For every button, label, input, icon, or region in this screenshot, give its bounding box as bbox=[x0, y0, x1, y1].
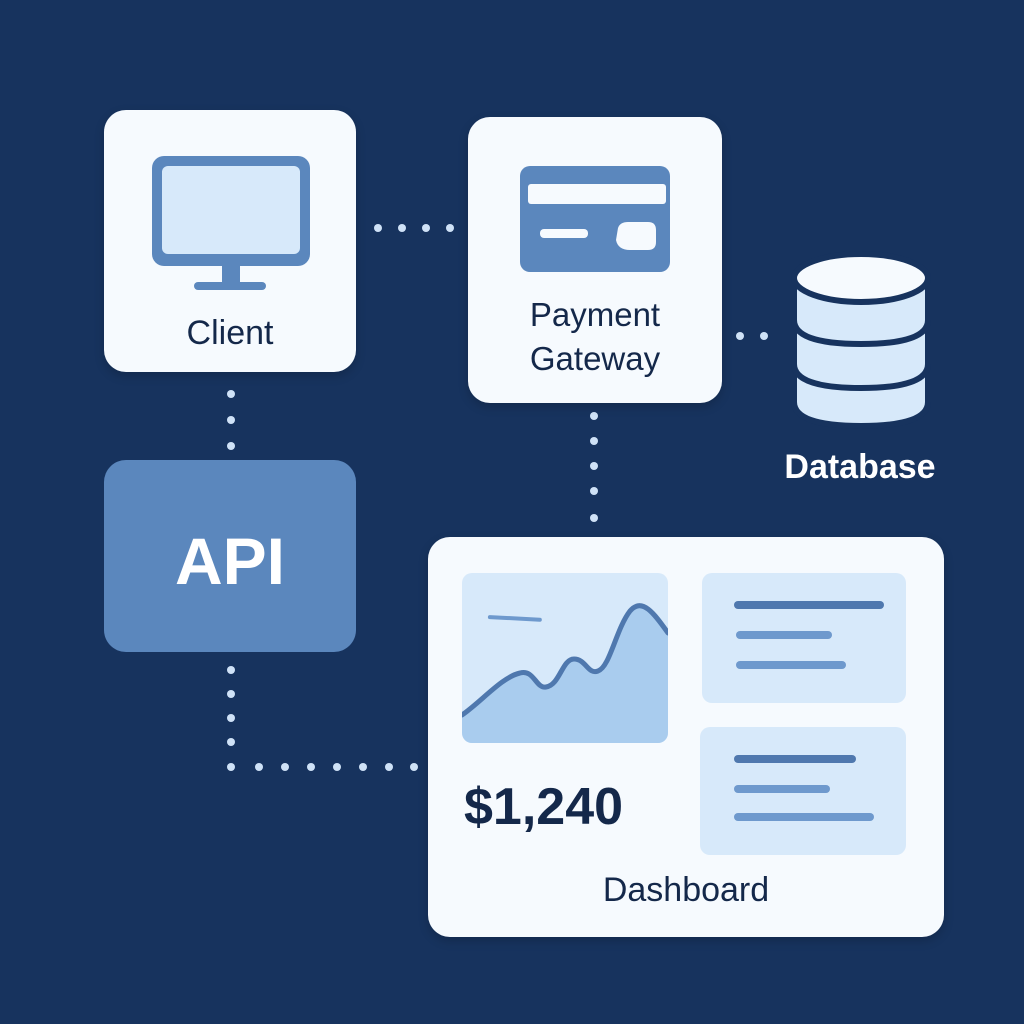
monitor-icon bbox=[152, 156, 310, 290]
text-line bbox=[734, 813, 874, 821]
text-line bbox=[734, 755, 856, 763]
text-line bbox=[736, 661, 846, 669]
area-chart-icon bbox=[462, 603, 668, 743]
text-line bbox=[734, 785, 830, 793]
payment-gateway-label: Payment Gateway bbox=[529, 296, 661, 377]
dashboard-label: Dashboard bbox=[602, 871, 770, 909]
api-node[interactable]: API bbox=[104, 460, 356, 652]
connector-client-gateway bbox=[374, 224, 454, 232]
text-line bbox=[736, 631, 832, 639]
client-label: Client bbox=[186, 314, 274, 352]
credit-card-icon bbox=[520, 166, 670, 272]
connector-api-dashboard bbox=[227, 666, 418, 771]
api-label: API bbox=[174, 524, 286, 598]
database-label: Database bbox=[784, 448, 936, 486]
summary-panel-top bbox=[702, 573, 906, 703]
connector-gateway-dashboard bbox=[590, 412, 598, 522]
dashboard-node[interactable]: $1,240 Dashboard bbox=[428, 537, 944, 937]
client-node[interactable]: Client bbox=[104, 110, 356, 372]
connector-client-api bbox=[227, 390, 235, 450]
payment-gateway-node[interactable]: Payment Gateway bbox=[468, 117, 722, 403]
summary-panel-bottom bbox=[700, 727, 906, 855]
text-line bbox=[734, 601, 884, 609]
database-icon[interactable] bbox=[790, 250, 932, 430]
revenue-amount: $1,240 bbox=[464, 778, 624, 836]
chart-panel bbox=[462, 573, 668, 743]
connector-gateway-database bbox=[736, 332, 768, 340]
